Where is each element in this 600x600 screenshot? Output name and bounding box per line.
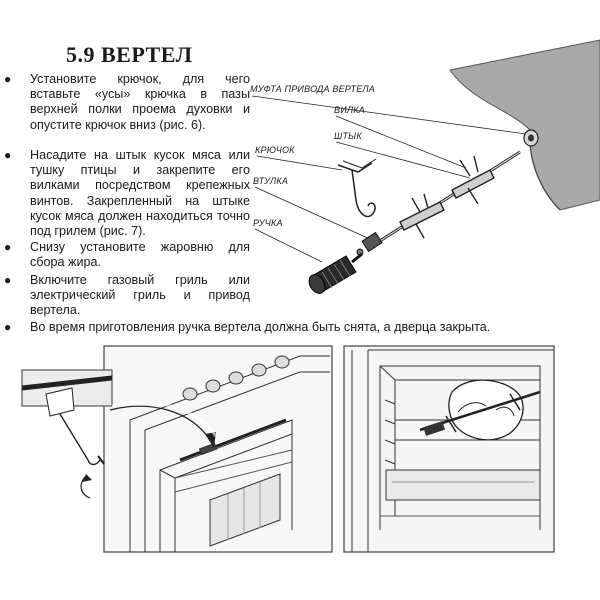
section-title: 5.9 ВЕРТЕЛ	[66, 42, 193, 67]
safety-note: ● Во время приготовления ручка вертела д…	[4, 320, 594, 335]
leader-lines	[251, 95, 527, 263]
label-spit: ШТЫК	[334, 131, 362, 141]
bullet-icon: ●	[4, 273, 12, 287]
label-handle: РУЧКА	[253, 218, 283, 228]
instruction-list: ● Установите крючок, для чего вставьте «…	[4, 72, 250, 319]
label-drive-coupling: МУФТА ПРИВОДА ВЕРТЕЛА	[250, 84, 375, 94]
arrow-icon	[109, 400, 218, 448]
instruction-item: ● Установите крючок, для чего вставьте «…	[4, 72, 250, 148]
safety-note-text: Во время приготовления ручка вертела дол…	[30, 320, 491, 334]
instruction-item: ● Насадите на штык кусок мяса или тушку …	[4, 148, 250, 240]
instruction-text: Снизу установите жаровню для сбора жира.	[30, 240, 250, 270]
fork-illustration	[399, 155, 495, 239]
instruction-item: ● Включите газовый гриль или электрическ…	[4, 273, 250, 319]
handle-illustration	[308, 252, 363, 294]
bullet-icon: ●	[4, 148, 12, 162]
label-hook: КРЮЧОК	[255, 145, 295, 155]
instruction-item: ● Снизу установите жаровню для сбора жир…	[4, 240, 250, 273]
spit-illustration	[371, 150, 521, 248]
bullet-icon: ●	[4, 240, 12, 254]
drive-coupling-illustration	[523, 129, 539, 147]
bullet-icon: ●	[4, 320, 12, 334]
label-bushing: ВТУЛКА	[253, 176, 289, 186]
instruction-text: Насадите на штык кусок мяса или тушку пт…	[30, 148, 250, 239]
instruction-text: Включите газовый гриль или электрический…	[30, 273, 250, 318]
bullet-icon: ●	[4, 72, 12, 86]
label-fork: ВИЛКА	[334, 105, 365, 115]
roast-bird-illustration	[419, 379, 541, 441]
zoom-inset	[21, 369, 113, 499]
instruction-text: Установите крючок, для чего вставьте «ус…	[30, 72, 250, 132]
hook-illustration	[337, 158, 377, 218]
